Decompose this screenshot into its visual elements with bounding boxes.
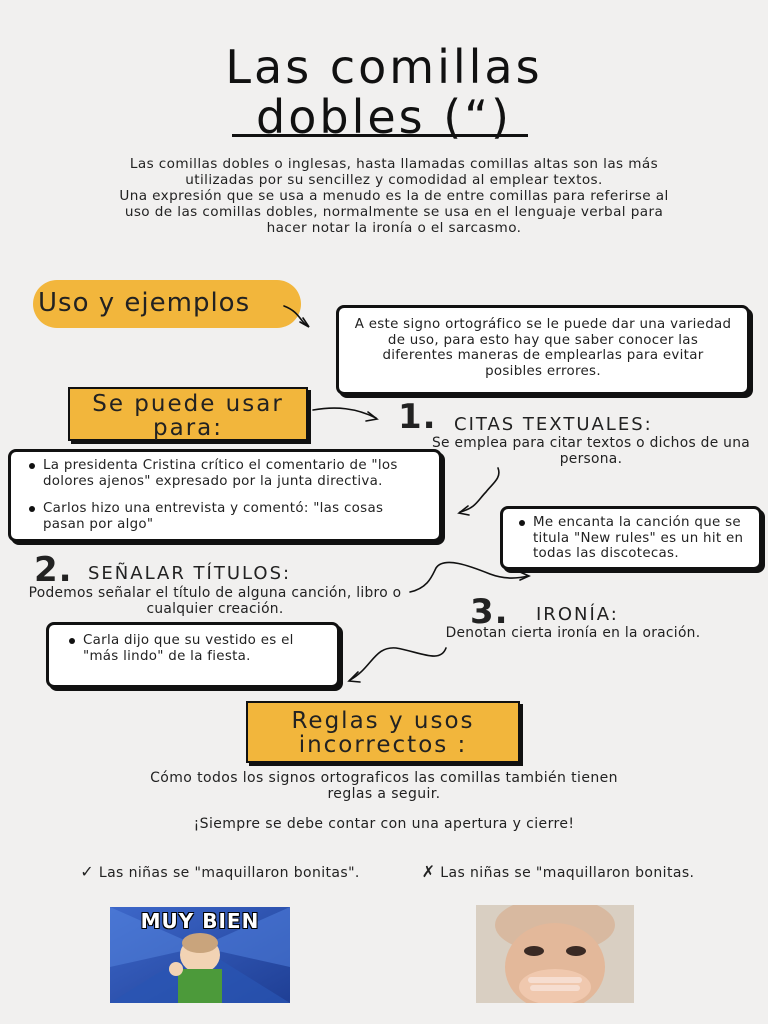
uso-highlight-blob bbox=[33, 280, 301, 328]
uso-heading: Uso y ejemplos bbox=[38, 288, 251, 318]
ironia-example-box: Carla dijo que su vestido es el "más lin… bbox=[46, 622, 340, 688]
ironia-heading: IRONÍA: bbox=[536, 604, 619, 625]
se-puede-label: Se puede usar para: bbox=[68, 387, 308, 441]
correct-example-text: Las niñas se "maquillaron bonitas". bbox=[98, 865, 360, 881]
intro-paragraph-1: Las comillas dobles o inglesas, hasta ll… bbox=[129, 156, 659, 188]
ironia-example-list: Carla dijo que su vestido es el "más lin… bbox=[63, 633, 329, 664]
check-icon: ✓ bbox=[80, 862, 95, 881]
wrong-example: ✗ Las niñas se "maquillaron bonitas. bbox=[398, 862, 718, 882]
title-underline bbox=[232, 134, 528, 137]
intro-text: Las comillas dobles o inglesas, hasta ll… bbox=[110, 156, 678, 236]
title-line-2: dobles (“) bbox=[256, 90, 512, 144]
citas-example-list: La presidenta Cristina crítico el coment… bbox=[23, 458, 429, 532]
title-line-1: Las comillas bbox=[225, 40, 543, 94]
titulos-heading: SEÑALAR TÍTULOS: bbox=[88, 563, 292, 584]
ironia-description: Denotan cierta ironía en la oración. bbox=[445, 625, 701, 641]
page-title: Las comillas dobles (“) bbox=[0, 42, 768, 142]
reglas-paragraph-2: ¡Siempre se debe contar con una apertura… bbox=[193, 816, 575, 832]
ironia-example: Carla dijo que su vestido es el "más lin… bbox=[69, 633, 329, 664]
arrow-ironia-to-example bbox=[349, 647, 447, 681]
citas-example-1: La presidenta Cristina crítico el coment… bbox=[29, 458, 429, 489]
arrow-citas-to-examples bbox=[459, 467, 500, 513]
titulos-example-list: Me encanta la canción que se titula "New… bbox=[513, 515, 751, 562]
reglas-line-1: Reglas y usos bbox=[291, 708, 475, 734]
titulos-example-box: Me encanta la canción que se titula "New… bbox=[500, 506, 762, 570]
reglas-paragraph-1: Cómo todos los signos ortograficos las c… bbox=[150, 770, 618, 802]
wrong-example-text: Las niñas se "maquillaron bonitas. bbox=[440, 865, 695, 881]
success-meme-graphic bbox=[110, 907, 290, 1003]
arrow-sepuede-to-citas bbox=[312, 407, 377, 419]
reaction-graphic bbox=[476, 905, 634, 1003]
se-puede-line-2: para: bbox=[153, 415, 223, 441]
reglas-line-2: incorrectos : bbox=[298, 732, 468, 758]
titulos-number: 2. bbox=[34, 550, 73, 590]
titulos-example: Me encanta la canción que se titula "New… bbox=[519, 515, 751, 562]
se-puede-line-1: Se puede usar bbox=[92, 391, 284, 417]
intro-paragraph-2: Una expresión que se usa a menudo es la … bbox=[119, 188, 669, 236]
citas-examples-box: La presidenta Cristina crítico el coment… bbox=[8, 449, 442, 542]
meme-caption: MUY BIEN bbox=[140, 909, 260, 933]
reglas-label: Reglas y usos incorrectos : bbox=[246, 701, 520, 763]
citas-heading: CITAS TEXTUALES: bbox=[454, 414, 653, 435]
uso-description: A este signo ortográfico se le puede dar… bbox=[354, 317, 732, 379]
arrow-titulos-to-example bbox=[409, 561, 529, 593]
uso-description-box: A este signo ortográfico se le puede dar… bbox=[336, 305, 750, 395]
success-meme-image: MUY BIEN bbox=[110, 907, 290, 1003]
titulos-description: Podemos señalar el título de alguna canc… bbox=[28, 585, 402, 617]
citas-description: Se emplea para citar textos o dichos de … bbox=[431, 435, 751, 467]
reaction-image bbox=[476, 905, 634, 1003]
cross-icon: ✗ bbox=[421, 862, 436, 881]
arrow-uso-to-box bbox=[283, 305, 309, 327]
citas-example-2: Carlos hizo una entrevista y comentó: "l… bbox=[29, 501, 429, 532]
ironia-number: 3. bbox=[470, 592, 509, 632]
correct-example: ✓ Las niñas se "maquillaron bonitas". bbox=[60, 862, 380, 882]
citas-number: 1. bbox=[398, 397, 437, 437]
